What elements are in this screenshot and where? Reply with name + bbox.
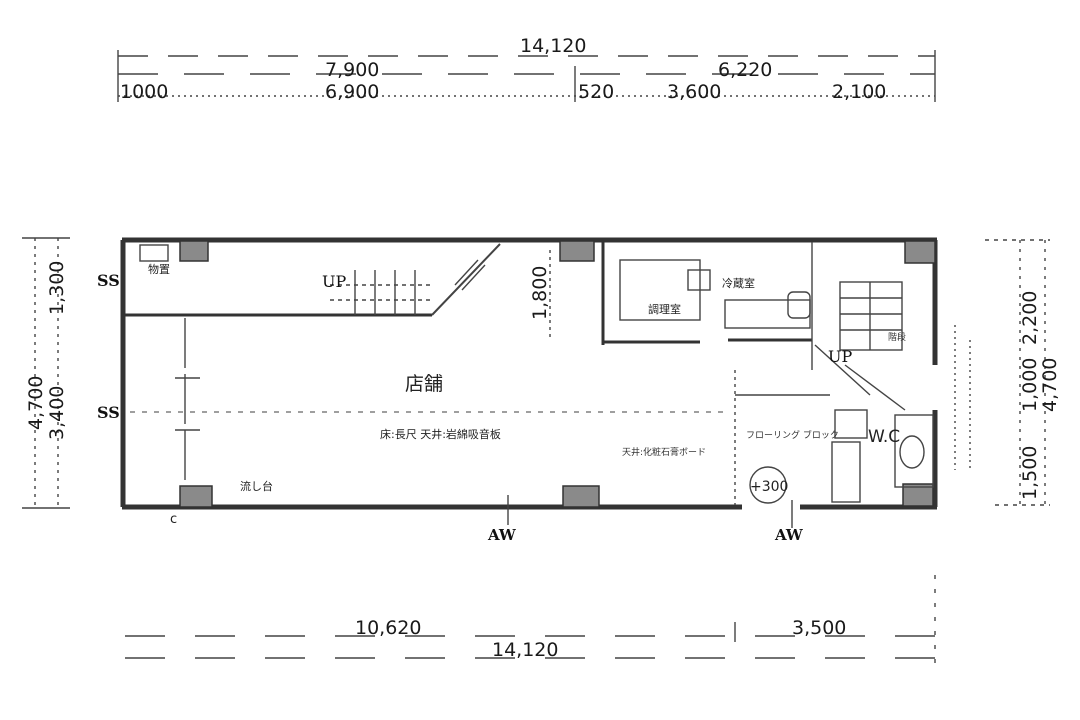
top-seg-2-dim: 6,900 xyxy=(325,81,379,103)
columns xyxy=(179,240,936,508)
top-seg-4-dim: 3,600 xyxy=(667,81,721,103)
aw-right-label: AW xyxy=(774,526,804,544)
bottom-right-dim: 3,500 xyxy=(792,617,846,639)
up-right-label: UP xyxy=(828,347,852,366)
pantry-label: 冷蔵室 xyxy=(722,276,755,290)
wc-label: W.C xyxy=(868,427,900,447)
col-mark-label: c xyxy=(170,512,177,527)
storage-label: 物置 xyxy=(148,262,170,276)
storage-area: 物置 UP SS xyxy=(97,243,501,317)
right-mid-dim: 1,000 xyxy=(1019,358,1041,412)
main-note2-label: 天井:化粧石膏ボード xyxy=(622,446,706,458)
left-lower-dim: 3,400 xyxy=(46,386,68,440)
left-upper-dim: 1,300 xyxy=(46,261,68,315)
aw-left-label: AW xyxy=(487,526,517,544)
ss-mid-label: SS xyxy=(97,403,120,422)
top-dimensions: 14,120 7,900 6,220 1000 6,900 520 3,600 … xyxy=(117,35,936,103)
column xyxy=(559,240,595,262)
bottom-dimensions: 10,620 3,500 14,120 xyxy=(125,575,936,665)
column xyxy=(902,483,934,507)
kitchen-label: 調理室 xyxy=(648,302,681,316)
left-total-dim: 4,700 xyxy=(25,376,47,430)
up-left-label: UP xyxy=(322,272,346,291)
kitchen-area: 調理室 冷蔵室 xyxy=(601,242,813,370)
top-left-dim: 7,900 xyxy=(325,59,379,81)
top-seg-3-dim: 520 xyxy=(578,81,614,103)
main-room-label: 店舗 xyxy=(405,373,443,395)
sink-label: 流し台 xyxy=(240,479,273,493)
interior-height-dim: 1,800 xyxy=(529,266,551,320)
flooring-label: フローリング ブロック xyxy=(746,429,839,441)
top-total-dim: 14,120 xyxy=(520,35,586,57)
main-shop: 店舗 床:長尺 天井:岩綿吸音板 天井:化粧石膏ボード 流し台 SS xyxy=(97,318,730,493)
column xyxy=(179,485,213,508)
top-seg-5-dim: 2,100 xyxy=(832,81,886,103)
right-upper-dim: 2,200 xyxy=(1019,291,1041,345)
bottom-total-dim: 14,120 xyxy=(492,639,558,661)
right-lower-dim: 1,500 xyxy=(1019,446,1041,500)
right-dimensions: 2,200 1,000 1,500 4,700 xyxy=(985,239,1061,506)
stair-wc-area: 階段 UP W.C フローリング ブロック xyxy=(734,281,971,505)
outer-walls xyxy=(120,237,938,510)
bottom-left-dim: 10,620 xyxy=(355,617,421,639)
column xyxy=(179,240,209,262)
window-marks: AW AW +300 c xyxy=(170,466,804,544)
right-total-dim: 4,700 xyxy=(1039,358,1061,412)
top-right-dim: 6,220 xyxy=(718,59,772,81)
ss-top-label: SS xyxy=(97,271,120,290)
left-dimensions: 4,700 1,300 3,400 xyxy=(22,237,70,509)
stair-right-label: 階段 xyxy=(888,331,906,343)
level-label: +300 xyxy=(750,479,788,495)
main-note-label: 床:長尺 天井:岩綿吸音板 xyxy=(380,427,501,441)
column xyxy=(904,240,936,264)
interior-dim: 1,800 xyxy=(529,250,551,340)
column xyxy=(562,485,600,508)
top-seg-1-dim: 1000 xyxy=(120,81,168,103)
